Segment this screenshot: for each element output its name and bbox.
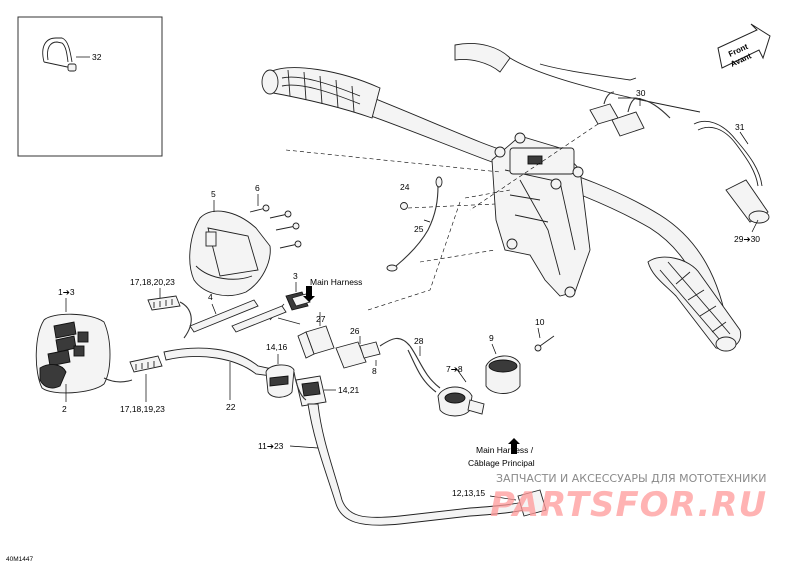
- connector-17-18-19-23: [129, 355, 163, 373]
- main-harness-label: Main Harness: [310, 277, 362, 287]
- connector-17-18-20-23: [147, 295, 192, 339]
- connector-14-21: [293, 371, 327, 407]
- steering-stem: [491, 132, 591, 298]
- handlebar: [261, 43, 742, 352]
- multifunction-switch-1-3: [35, 313, 133, 394]
- callout-6: 6: [255, 183, 260, 193]
- callout-4: 4: [208, 292, 213, 302]
- throttle-switch-7-8: [437, 386, 485, 417]
- callout-9: 9: [489, 333, 494, 343]
- callout-3: 3: [293, 271, 298, 281]
- conduit-4: [189, 299, 287, 333]
- main-harness-arrow: [303, 286, 315, 302]
- inset-box: [17, 16, 163, 157]
- connector-14-16: [265, 364, 295, 398]
- right-grip: [647, 256, 742, 352]
- callout-29-30: 29➔30: [734, 234, 760, 244]
- main-harness-fr-label-1: Main Harness /: [476, 445, 534, 455]
- callout-11-23: 11➔23: [258, 441, 284, 451]
- left-grip: [261, 67, 381, 119]
- main-harness-fr-label-2: Câblage Principal: [468, 458, 535, 468]
- diagram-id: 40M1447: [6, 556, 33, 563]
- callout-24: 24: [400, 182, 410, 192]
- sleeve-29: [725, 179, 770, 224]
- callout-25: 25: [414, 224, 424, 234]
- switch-housing-5: [189, 210, 271, 296]
- connectors-30: [539, 63, 671, 137]
- callout-1-3: 1➔3: [58, 287, 75, 297]
- callout-31: 31: [735, 122, 745, 132]
- connector-26: [335, 337, 411, 369]
- callout-7-8: 7➔8: [446, 364, 463, 374]
- callout-2: 2: [62, 404, 67, 414]
- callout-28: 28: [414, 336, 424, 346]
- clip-part-32: [42, 37, 77, 72]
- callout-22: 22: [226, 402, 236, 412]
- callout-32: 32: [92, 52, 102, 62]
- callout-17-18-20-23: 17,18,20,23: [130, 277, 175, 287]
- callout-27: 27: [316, 314, 326, 324]
- connector-3: [269, 291, 311, 325]
- ground-cable-25: [386, 176, 443, 272]
- callout-8: 8: [372, 366, 377, 376]
- front-direction-arrow: Front Avant: [717, 23, 771, 69]
- callout-26: 26: [350, 326, 360, 336]
- watermark-logo: PARTSFOR.RU: [490, 485, 767, 525]
- main-harness-arrow-2: [508, 438, 520, 454]
- pin-10: [534, 335, 555, 352]
- callout-14-21: 14,21: [338, 385, 360, 395]
- callout-14-16: 14,16: [266, 342, 288, 352]
- watermark-text: ЗАПЧАСТИ И АКСЕССУАРЫ ДЛЯ МОТОТЕХНИКИ: [496, 472, 766, 485]
- callout-12-13-15: 12,13,15: [452, 488, 485, 498]
- callout-17-18-19-23: 17,18,19,23: [120, 404, 165, 414]
- wire-28: [407, 345, 441, 393]
- callout-30: 30: [636, 88, 646, 98]
- screws-6: [249, 204, 302, 249]
- cable-31: [693, 120, 763, 187]
- callout-5: 5: [211, 189, 216, 199]
- connector-27: [297, 325, 335, 359]
- connector-12-13-15: [517, 489, 547, 517]
- bolt-24: [400, 202, 408, 210]
- callout-10: 10: [535, 317, 545, 327]
- part-9: [485, 355, 521, 394]
